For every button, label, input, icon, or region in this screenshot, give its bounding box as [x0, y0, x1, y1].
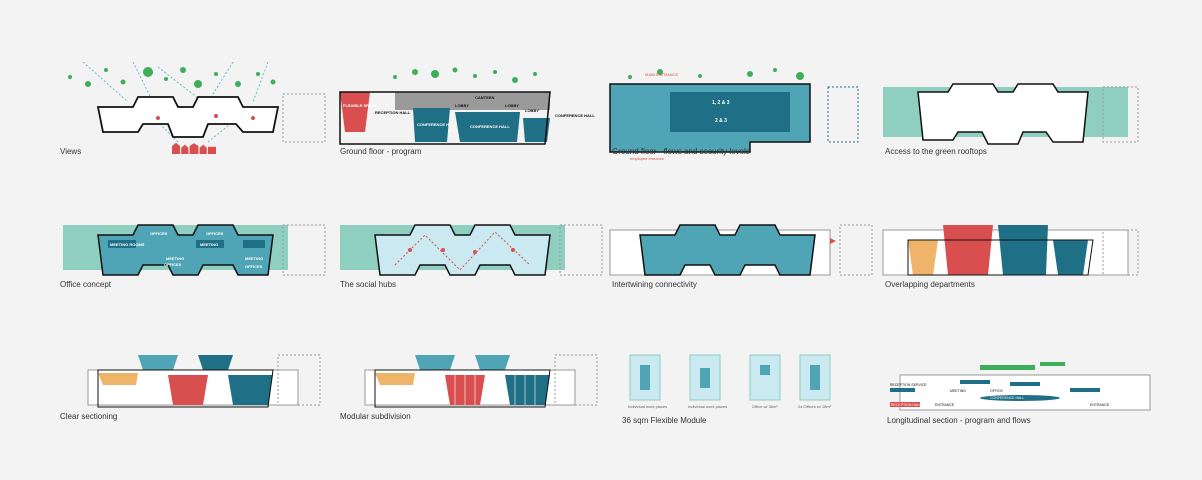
caption-flows-security: Ground floor - flows and security levels	[612, 147, 750, 156]
module-label-2: Individual work places	[688, 404, 727, 409]
section-label-entrance-2: ENTRANCE	[1090, 403, 1110, 407]
diagram-social-hubs	[335, 210, 615, 310]
diagram-views	[58, 62, 338, 162]
tree-dots	[68, 67, 276, 88]
adjacent-plot	[1102, 86, 1139, 143]
tree-dots	[393, 67, 537, 83]
caption-office-concept: Office concept	[60, 280, 111, 289]
caption-intertwining: Intertwining connectivity	[612, 280, 697, 289]
label-conference-hall-3: CONFERENCE HALL	[555, 113, 595, 118]
diagram-clear-sectioning	[58, 345, 338, 445]
label-lobby-2: LOBBY	[505, 103, 519, 108]
diagram-flows-security: 1, 2 & 3 2 & 3 MAIN ENTRANCE employee en…	[600, 62, 880, 162]
neighbor-houses	[172, 142, 216, 154]
diagram-overlapping	[878, 210, 1158, 310]
caption-overlapping: Overlapping departments	[885, 280, 975, 289]
adjacent-plot	[282, 93, 326, 143]
arrow-icon	[830, 238, 836, 244]
module-label-1: Individual work places	[628, 404, 667, 409]
caption-modular: Modular subdivision	[340, 412, 411, 421]
label-lobby-1: LOBBY	[455, 103, 469, 108]
label-zone-23: 2 & 3	[715, 118, 727, 124]
social-hub-path	[394, 231, 531, 271]
caption-social-hubs: The social hubs	[340, 280, 397, 289]
conference-hall-3	[523, 118, 550, 142]
adjacent-plot	[554, 354, 598, 406]
label-flexible-space: FLEXIBLE SPACE	[343, 103, 377, 108]
diagram-green-rooftops	[878, 62, 1158, 162]
adjacent-plot	[1102, 229, 1139, 276]
section-label-conference-hall: CONFERENCE HALL	[990, 396, 1024, 400]
caption-views: Views	[60, 147, 82, 156]
label-meeting-3: MEETING	[245, 256, 263, 261]
grey-block	[395, 92, 550, 110]
label-meeting-rooms: MEETING ROOMS	[110, 242, 145, 247]
label-conference-hall-1: CONFERENCE HALL	[417, 122, 457, 127]
caption-clear-sectioning: Clear sectioning	[60, 412, 118, 421]
building-outline	[917, 83, 1089, 145]
diagram-ground-floor-program: FLEXIBLE SPACE RECEPTION HALL LOBBY CONF…	[335, 62, 615, 162]
diagram-intertwining	[600, 210, 880, 310]
diagram-longitudinal-section: RECEPTION SERVICE MEETING OFFICE CONFERE…	[880, 350, 1160, 450]
adjacent-plot	[827, 86, 859, 143]
diagram-office-concept: MEETING ROOMS OFFICES MEETING OFFICES ME…	[58, 210, 338, 310]
section-label-reception-hall: RECEPTION HALL	[891, 403, 921, 407]
caption-ground-floor-program: Ground floor - program	[340, 147, 422, 156]
label-reception-hall: RECEPTION HALL	[375, 110, 411, 115]
label-meeting-1: MEETING	[166, 256, 184, 261]
office-band	[97, 224, 274, 276]
section-label-reception-service: RECEPTION SERVICE	[890, 383, 927, 387]
label-main-entrance: MAIN ENTRANCE	[645, 72, 678, 77]
label-offices-1: OFFICES	[150, 231, 168, 236]
flexible-space	[340, 92, 370, 132]
caption-longitudinal-section: Longitudinal section - program and flows	[887, 416, 1031, 425]
conference-hall-1	[413, 108, 450, 142]
section-label-entrance-1: ENTRANCE	[935, 403, 955, 407]
adjacent-plot	[839, 224, 873, 276]
label-conference-hall-2: CONFERENCE HALL	[470, 124, 510, 129]
conference-hall-2	[455, 112, 520, 142]
label-zone-123: 1, 2 & 3	[712, 100, 730, 106]
view-lines	[82, 62, 269, 143]
label-meeting-2: MEETING	[200, 242, 218, 247]
view-marks	[156, 114, 255, 120]
label-offices-2: OFFICES	[164, 262, 182, 267]
caption-flexible-module: 36 sqm Flexible Module	[622, 416, 707, 425]
adjacent-plot	[277, 354, 321, 406]
module-label-4: 2x Offices w/ 18m²	[798, 404, 832, 409]
security-zone-inner	[670, 92, 790, 132]
diagram-modular	[335, 345, 615, 445]
module-label-3: Office w/ 36m²	[752, 404, 778, 409]
building-outline	[96, 96, 280, 138]
label-lobby-3: LOBBY	[525, 108, 539, 113]
label-employee-entrance: employee entrance	[630, 156, 665, 161]
section-label-office: OFFICE	[990, 389, 1003, 393]
adjacent-plot	[282, 224, 326, 276]
caption-green-rooftops: Access to the green rooftops	[885, 147, 987, 156]
tree-dots	[628, 68, 804, 80]
section-label-meeting: MEETING	[950, 389, 966, 393]
label-offices-3: OFFICES	[206, 231, 224, 236]
label-canteen: CANTEEN	[475, 95, 494, 100]
diagram-flexible-module: Individual work places Individual work p…	[620, 350, 900, 450]
adjacent-plot	[559, 224, 603, 276]
label-offices-4: OFFICES	[245, 264, 263, 269]
